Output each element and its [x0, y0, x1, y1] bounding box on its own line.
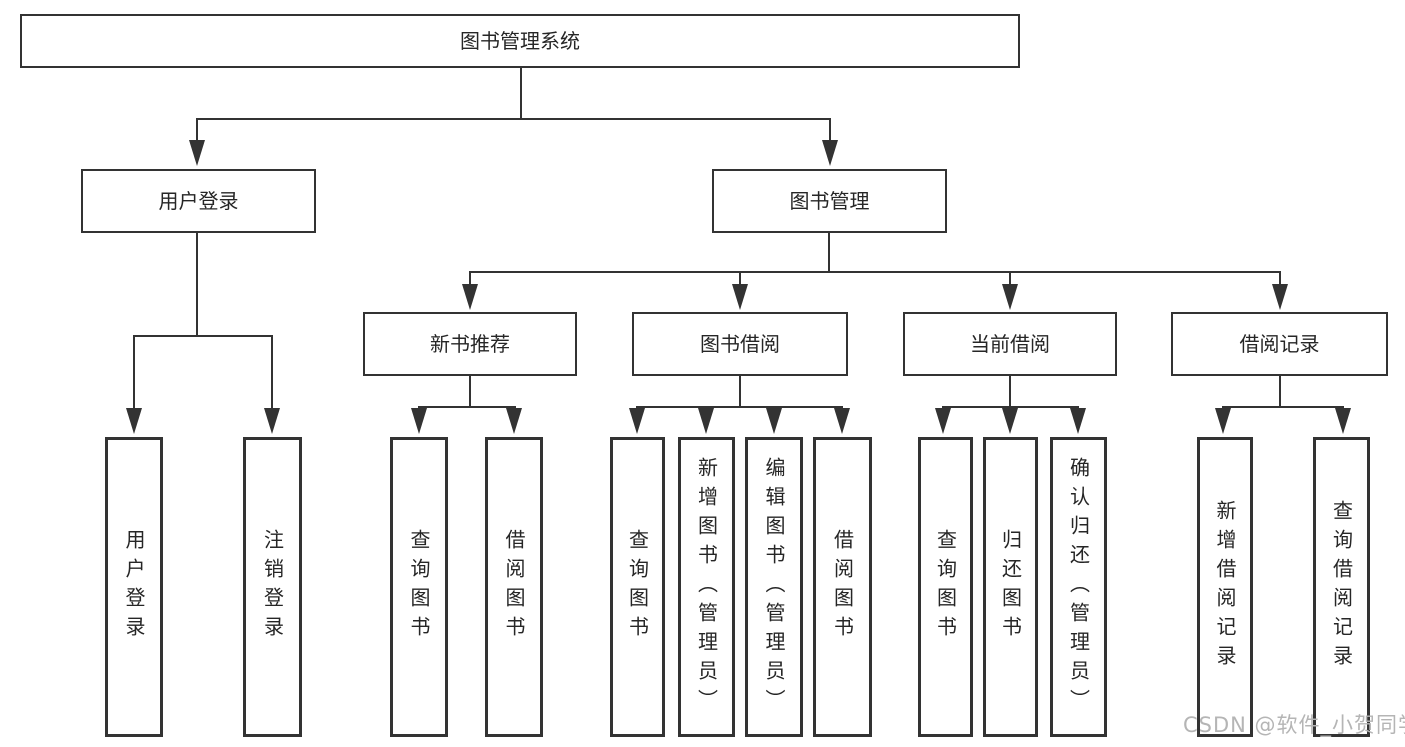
connector-line — [133, 335, 135, 410]
connector-line — [271, 335, 273, 410]
connector-line — [1009, 271, 1011, 286]
arrowhead-down-icon — [1272, 284, 1288, 310]
arrowhead-down-icon — [698, 408, 714, 434]
leaf-add-borrow-record: 新增借阅记录 — [1197, 437, 1253, 737]
arrowhead-down-icon — [126, 408, 142, 434]
connector-line — [1222, 406, 1344, 408]
connector-line — [829, 118, 831, 142]
leaf-user-login: 用户登录 — [105, 437, 163, 737]
arrowhead-down-icon — [189, 140, 205, 166]
connector-line — [469, 376, 471, 406]
connector-line — [739, 376, 741, 406]
arrowhead-down-icon — [834, 408, 850, 434]
node-borrowing-records: 借阅记录 — [1171, 312, 1388, 376]
arrowhead-down-icon — [411, 408, 427, 434]
connector-line — [469, 271, 471, 286]
leaf-query-books-recommend: 查询图书 — [390, 437, 448, 737]
node-library-management-system: 图书管理系统 — [20, 14, 1020, 68]
leaf-query-borrow-record: 查询借阅记录 — [1313, 437, 1370, 737]
leaf-query-books-borrow: 查询图书 — [610, 437, 665, 737]
arrowhead-down-icon — [1335, 408, 1351, 434]
arrowhead-down-icon — [1215, 408, 1231, 434]
node-current-borrowing: 当前借阅 — [903, 312, 1117, 376]
arrowhead-down-icon — [822, 140, 838, 166]
node-new-book-recommendation: 新书推荐 — [363, 312, 577, 376]
arrowhead-down-icon — [1002, 408, 1018, 434]
leaf-edit-book-admin: 编辑图书（管理员） — [745, 437, 803, 737]
connector-line — [1009, 376, 1011, 406]
arrowhead-down-icon — [506, 408, 522, 434]
node-user-login: 用户登录 — [81, 169, 316, 233]
leaf-borrow-books: 借阅图书 — [813, 437, 872, 737]
leaf-query-books-current: 查询图书 — [918, 437, 973, 737]
connector-line — [469, 271, 1281, 273]
connector-line — [196, 118, 198, 142]
node-book-borrowing: 图书借阅 — [632, 312, 848, 376]
connector-line — [196, 232, 198, 335]
arrowhead-down-icon — [264, 408, 280, 434]
connector-line — [1279, 271, 1281, 286]
leaf-borrow-books-recommend: 借阅图书 — [485, 437, 543, 737]
arrowhead-down-icon — [766, 408, 782, 434]
arrowhead-down-icon — [935, 408, 951, 434]
watermark: CSDN @软件_小贺同学 — [1183, 713, 1405, 737]
leaf-logout: 注销登录 — [243, 437, 302, 737]
leaf-return-books: 归还图书 — [983, 437, 1038, 737]
arrowhead-down-icon — [1070, 408, 1086, 434]
arrowhead-down-icon — [1002, 284, 1018, 310]
connector-line — [1279, 376, 1281, 406]
arrowhead-down-icon — [629, 408, 645, 434]
connector-line — [196, 118, 831, 120]
connector-line — [133, 335, 273, 337]
connector-line — [418, 406, 516, 408]
arrowhead-down-icon — [732, 284, 748, 310]
connector-line — [520, 67, 522, 118]
connector-line — [828, 233, 830, 271]
node-book-management: 图书管理 — [712, 169, 947, 233]
connector-line — [636, 406, 843, 408]
connector-line — [739, 271, 741, 286]
connector-line — [942, 406, 1079, 408]
leaf-confirm-return-admin: 确认归还（管理员） — [1050, 437, 1107, 737]
arrowhead-down-icon — [462, 284, 478, 310]
leaf-add-book-admin: 新增图书（管理员） — [678, 437, 735, 737]
